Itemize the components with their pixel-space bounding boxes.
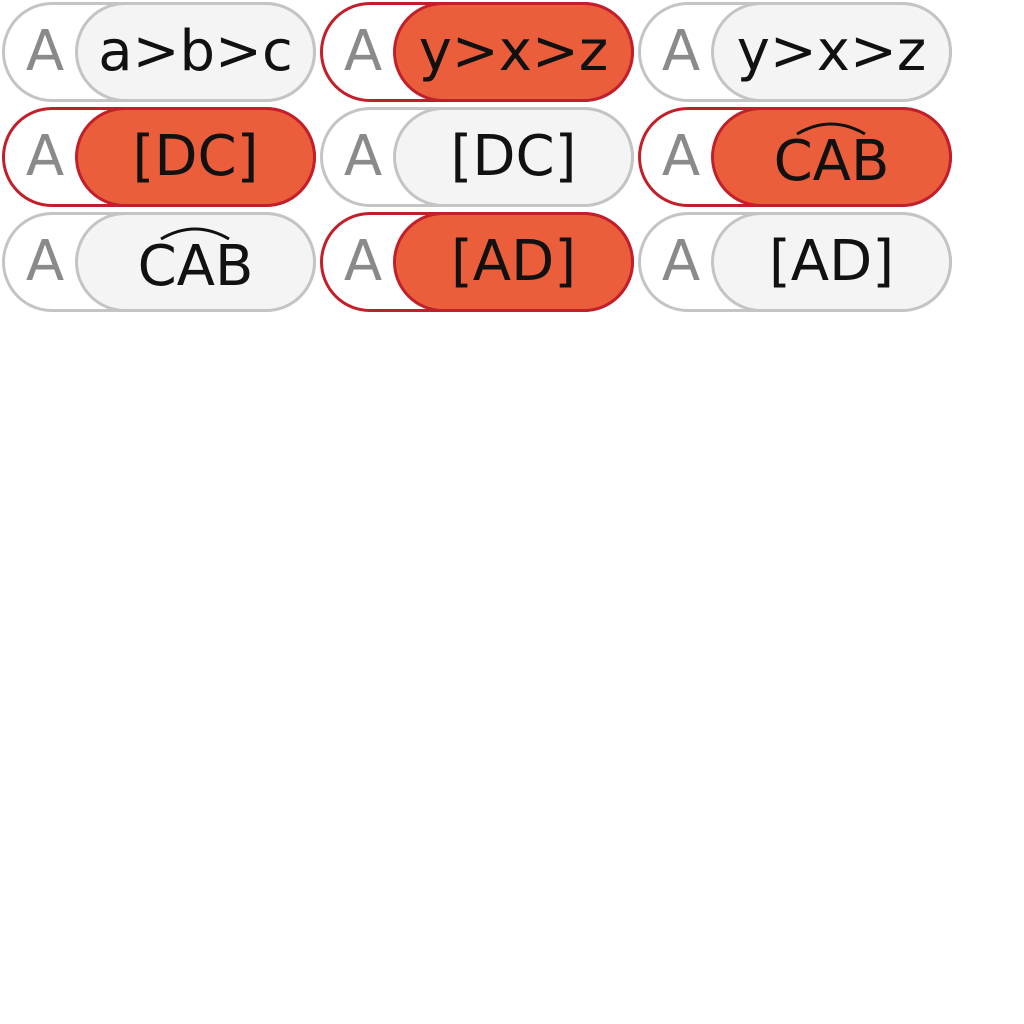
answer-options-grid: A a>b>c A y>x>z A y>x>z A [DC] A [DC] A [2, 2, 952, 312]
option-letter: A [343, 229, 383, 294]
answer-option-3[interactable]: A y>x>z [638, 2, 952, 102]
option-pill[interactable]: a>b>c [75, 2, 316, 102]
answer-option-8[interactable]: A [AD] [320, 212, 634, 312]
answer-option-5[interactable]: A [DC] [320, 107, 634, 207]
option-pill[interactable]: CAB [711, 107, 952, 207]
option-letter: A [661, 19, 701, 84]
answer-option-4[interactable]: A [DC] [2, 107, 316, 207]
option-pill[interactable]: [DC] [75, 107, 316, 207]
option-pill[interactable]: y>x>z [711, 2, 952, 102]
option-letter: A [25, 229, 65, 294]
option-pill[interactable]: [DC] [393, 107, 634, 207]
option-pill[interactable]: CAB [75, 212, 316, 312]
arc-label-wrapper: CAB [774, 122, 889, 190]
arc-icon [796, 122, 867, 136]
option-label: [AD] [768, 229, 895, 294]
answer-option-1[interactable]: A a>b>c [2, 2, 316, 102]
option-label: CAB [773, 129, 890, 194]
option-pill[interactable]: [AD] [711, 212, 952, 312]
option-label: y>x>z [418, 19, 609, 84]
answer-option-9[interactable]: A [AD] [638, 212, 952, 312]
option-letter: A [343, 19, 383, 84]
answer-option-6[interactable]: A CAB [638, 107, 952, 207]
option-label: [AD] [450, 229, 577, 294]
option-letter: A [661, 124, 701, 189]
arc-label-wrapper: CAB [138, 227, 253, 295]
arc-icon [160, 227, 231, 241]
option-pill[interactable]: [AD] [393, 212, 634, 312]
answer-option-2[interactable]: A y>x>z [320, 2, 634, 102]
option-label: [DC] [450, 124, 577, 189]
option-letter: A [25, 19, 65, 84]
option-label: [DC] [132, 124, 259, 189]
option-pill[interactable]: y>x>z [393, 2, 634, 102]
answer-option-7[interactable]: A CAB [2, 212, 316, 312]
option-letter: A [343, 124, 383, 189]
option-letter: A [661, 229, 701, 294]
option-label: a>b>c [98, 19, 293, 84]
option-letter: A [25, 124, 65, 189]
option-label: CAB [137, 234, 254, 299]
option-label: y>x>z [736, 19, 927, 84]
